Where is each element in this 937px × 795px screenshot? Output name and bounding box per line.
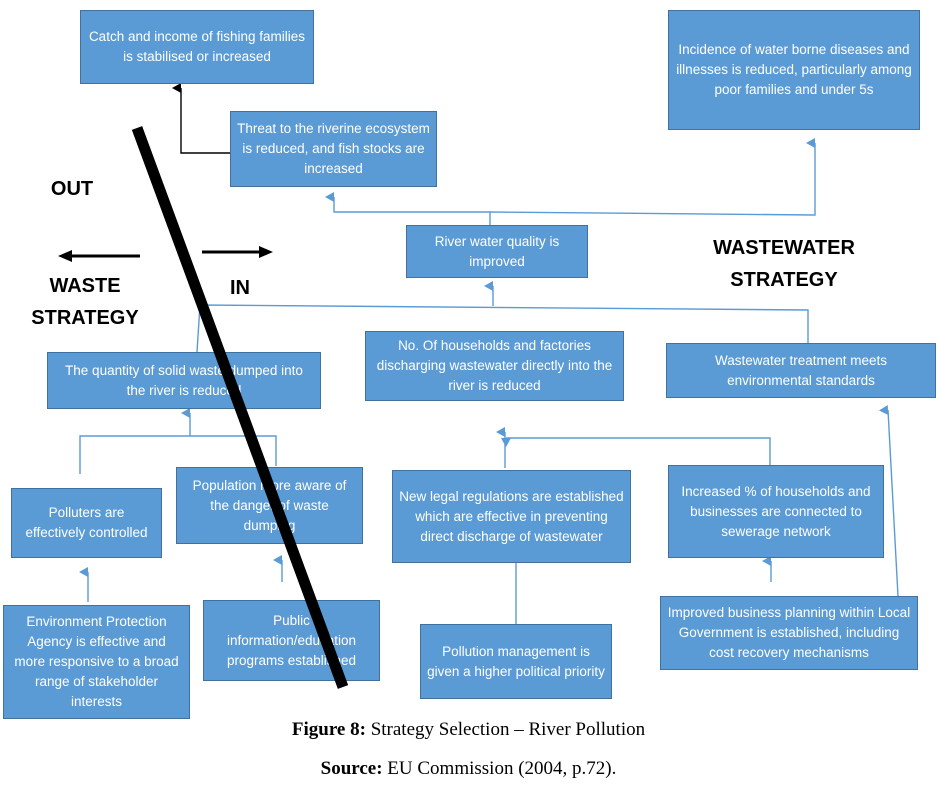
connector-quality-incidence xyxy=(489,138,816,216)
source-caption-text: EU Commission (2004, p.72). xyxy=(382,758,617,779)
label-out: OUT xyxy=(50,178,94,200)
label-wastewater-strategy-line1: WASTEWATER xyxy=(713,237,855,259)
box-threat: Threat to the riverine ecosystem is redu… xyxy=(230,111,437,187)
box-solid-waste: The quantity of solid waste dumped into … xyxy=(47,352,321,409)
box-incidence: Incidence of water borne diseases and il… xyxy=(668,10,920,130)
box-legal: New legal regulations are established wh… xyxy=(392,470,631,563)
label-waste-strategy-line2: STRATEGY xyxy=(31,307,139,329)
connector-connected-discharging xyxy=(501,437,771,465)
in-arrow-head xyxy=(259,246,273,258)
box-pollution-mgmt: Pollution management is given a higher p… xyxy=(420,624,612,699)
box-polluters: Polluters are effectively controlled xyxy=(11,488,162,558)
box-catch: Catch and income of fishing families is … xyxy=(80,10,314,84)
label-waste-strategy: WASTE STRATEGY xyxy=(20,270,150,334)
figure-caption-text: Strategy Selection – River Pollution xyxy=(365,719,646,740)
connector-solidwaste-quality xyxy=(196,304,809,353)
box-connected: Increased % of households and businesses… xyxy=(668,465,884,558)
source-caption-label: Source: xyxy=(320,758,383,779)
box-business-planning: Improved business planning within Local … xyxy=(660,596,918,670)
label-wastewater-strategy-line2: STRATEGY xyxy=(730,269,838,291)
label-in: IN xyxy=(230,277,250,299)
box-river-quality: River water quality is improved xyxy=(406,225,588,278)
label-waste-strategy-line1: WASTE xyxy=(49,275,121,297)
label-wastewater-strategy: WASTEWATER STRATEGY xyxy=(696,232,872,296)
connector-polluters-population xyxy=(79,435,277,474)
figure-caption-label: Figure 8: xyxy=(291,719,366,740)
box-households-discharging: No. Of households and factories discharg… xyxy=(365,331,624,401)
box-treatment: Wastewater treatment meets environmental… xyxy=(666,343,936,398)
box-epa: Environment Protection Agency is effecti… xyxy=(3,605,190,719)
connector-threat-catch xyxy=(172,83,230,154)
source-caption: Source: EU Commission (2004, p.72). xyxy=(0,758,937,780)
connector-quality-threat xyxy=(325,192,491,225)
out-arrow-head xyxy=(58,250,72,262)
connector-business-treatment xyxy=(879,405,899,597)
figure-caption: Figure 8: Strategy Selection – River Pol… xyxy=(0,719,937,741)
